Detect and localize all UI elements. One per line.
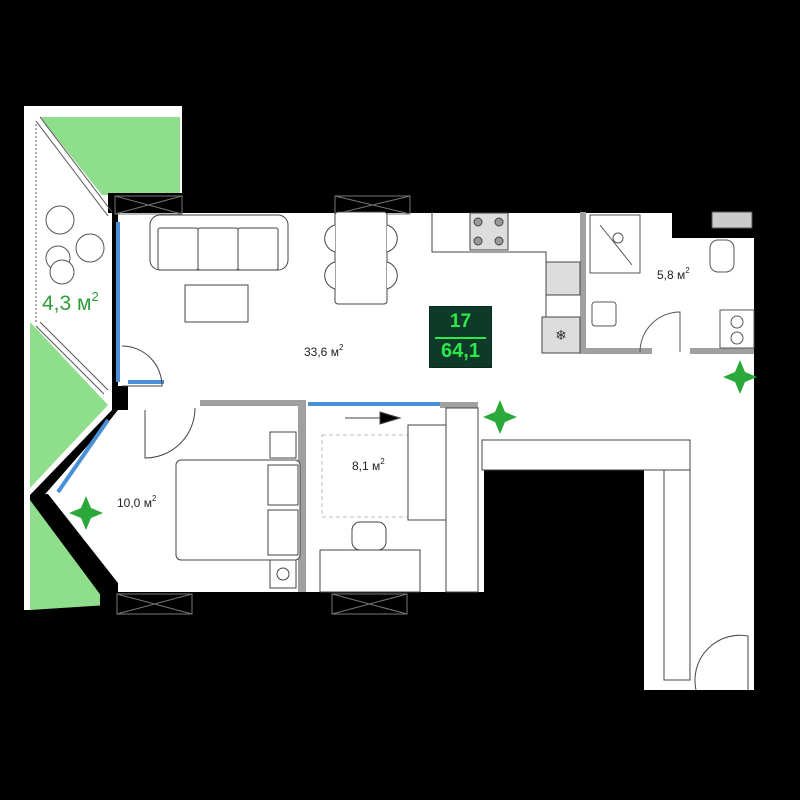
room-area-bathroom: 5,8 м2 [657,266,690,282]
area-value: 8,1 [352,459,369,473]
area-unit: м [330,345,339,359]
windows [114,195,411,615]
fridge-icon [541,316,581,354]
dining-table-icon [324,211,398,305]
area-value: 5,8 [657,268,674,282]
door-icon [144,407,196,459]
glass-partitions [56,222,440,494]
window-icon [116,593,193,615]
toilet-icon [709,239,735,273]
partitions [200,212,754,592]
boiler-icon [711,211,753,229]
wardrobe-icon [481,439,691,681]
area-unit: м [77,292,92,315]
bathroom [589,211,755,353]
sink-icon [591,301,617,327]
svg-text:❄: ❄ [555,327,567,343]
door-icon [694,634,749,691]
apartment-badge: 17 64,1 [429,306,492,368]
study [319,407,479,593]
kitchen: ❄ [431,212,581,354]
apartment-total-area: 64,1 [441,340,480,362]
area-exp: 2 [338,343,344,352]
room-area-living: 33,6 м2 [304,343,343,359]
sofa-icon [149,214,289,271]
bed-icon [175,431,301,589]
badge-divider [435,337,486,339]
area-unit: м [143,496,152,510]
balcony-furniture [45,205,105,285]
walls [34,193,770,698]
coffee-table-icon [184,284,249,323]
area-value: 4,3 [42,292,72,315]
balcony-railing [35,116,113,395]
room-area-study: 8,1 м2 [352,457,385,473]
area-exp: 2 [91,289,99,304]
sink-icon [545,261,581,296]
desk-icon [319,549,421,593]
apartment-number: 17 [449,311,472,332]
area-value: 33,6 [304,345,328,359]
room-area-bedroom: 10,0 м2 [117,494,156,510]
door-icon [121,345,163,387]
shower-icon [589,214,641,274]
window-icon [331,593,408,615]
room-area-balcony: 4,3 м2 [42,289,99,316]
area-value: 10,0 [117,496,141,510]
plant-icon [69,360,757,530]
area-exp: 2 [151,494,157,503]
area-exp: 2 [685,266,690,275]
area-exp: 2 [380,457,385,466]
area-unit: м [677,268,686,282]
window-icon [114,195,183,215]
area-unit: м [372,459,381,473]
